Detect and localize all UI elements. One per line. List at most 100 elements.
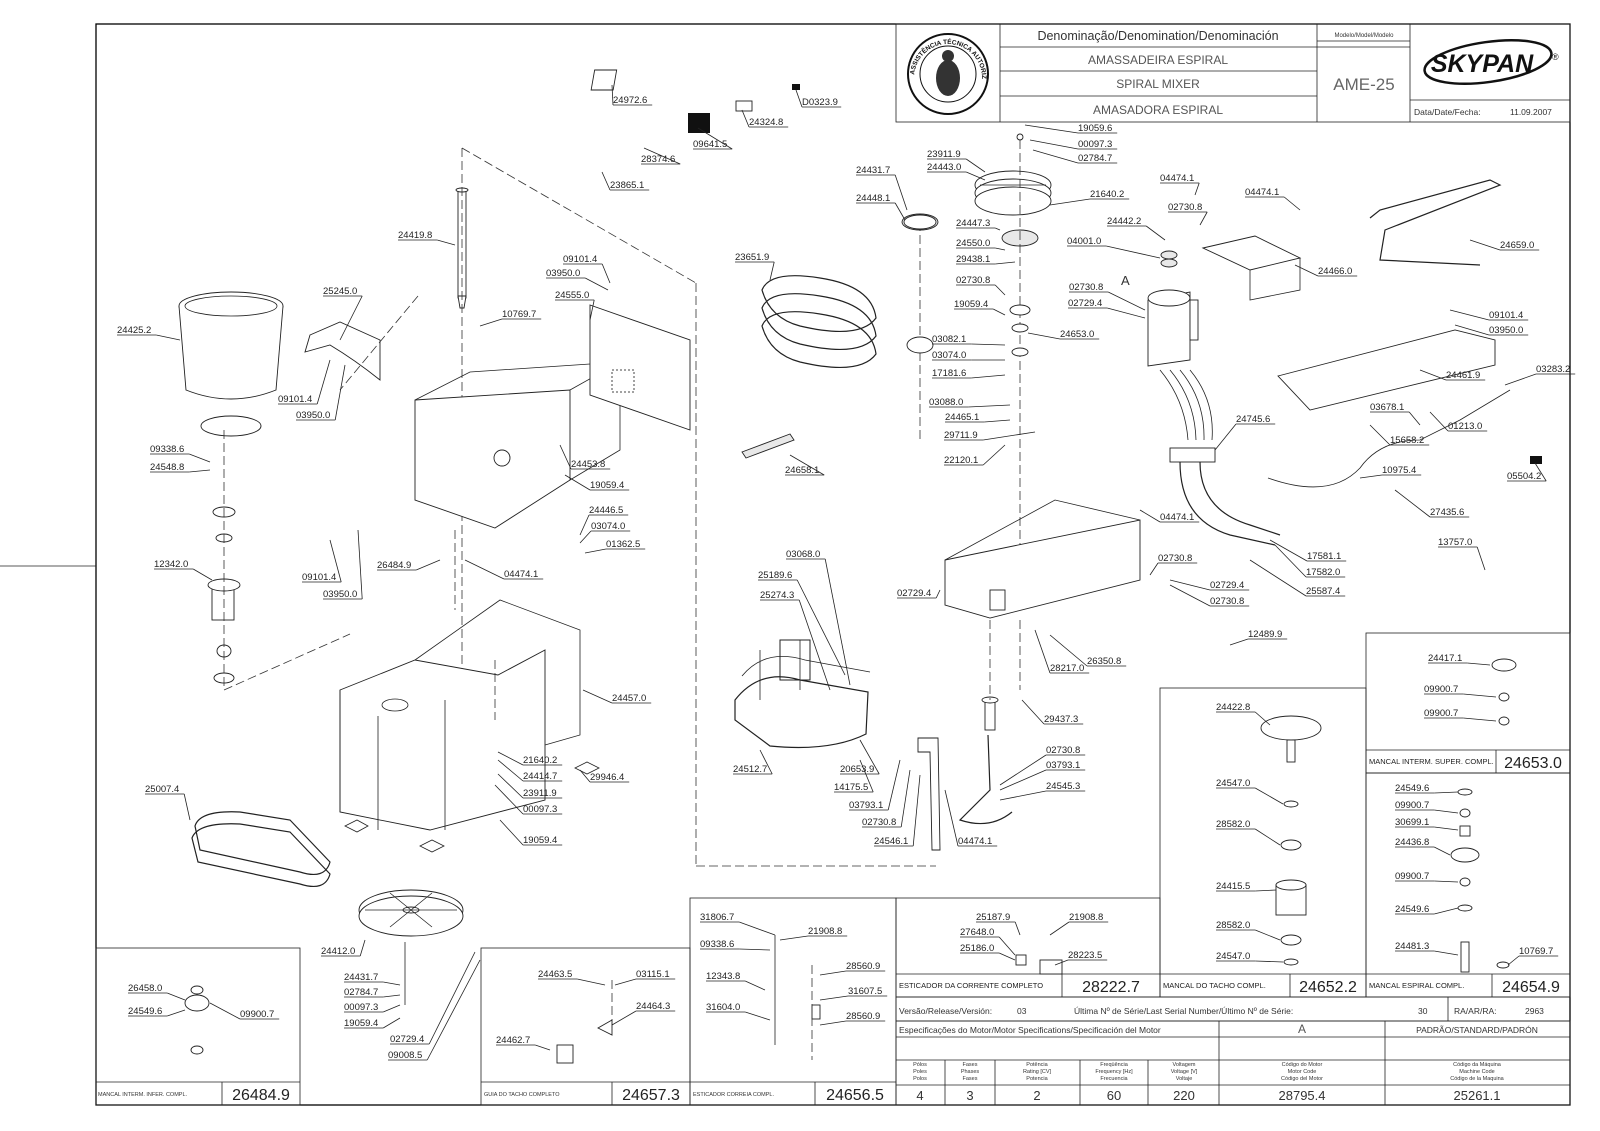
part-label-01213-0: 01213.0: [1448, 421, 1482, 432]
assembly-part-28223-5: 28223.5: [1068, 950, 1102, 961]
assembly-title-24656: ESTICADOR CORREIA COMPL.: [693, 1092, 774, 1098]
assembly-part-shapes: [184, 658, 1517, 1064]
part-label-03950-0: 03950.0: [323, 589, 357, 600]
denomination-header: Denominação/Denomination/Denominación: [1037, 29, 1278, 43]
part-label-25587-4: 25587.4: [1306, 586, 1340, 597]
assembly-part-24481-3: 24481.3: [1395, 941, 1429, 952]
part-label-04474-1: 04474.1: [504, 569, 538, 580]
motor-col-header: Machine Code: [1459, 1069, 1494, 1075]
motor-col-header: Potencia: [1026, 1076, 1048, 1082]
part-label-24512-7: 24512.7: [733, 764, 767, 775]
part-label-04474-1: 04474.1: [1245, 187, 1279, 198]
motor-col-header: Rating [CV]: [1023, 1069, 1052, 1075]
part-label-29437-3: 29437.3: [1044, 714, 1078, 725]
assembly-part-24549-6: 24549.6: [1395, 783, 1429, 794]
part-label-24324-8: 24324.8: [749, 117, 783, 128]
part-label-02730-8: 02730.8: [1046, 745, 1080, 756]
part-label-09641-5: 09641.5: [693, 139, 727, 150]
motor-col-header: Polos: [913, 1076, 927, 1082]
part-label-05504-2: 05504.2: [1507, 471, 1541, 482]
part-label-21640-2: 21640.2: [523, 755, 557, 766]
motor-spec-label: Especificações do Motor/Motor Specificat…: [899, 1025, 1161, 1035]
part-label-10975-4: 10975.4: [1382, 465, 1416, 476]
cover-plate: [1277, 329, 1496, 411]
drawing-frame: [95, 23, 1571, 1106]
motor-col-value: 4: [916, 1088, 923, 1103]
assembly-code-24653: 24653.0: [1504, 755, 1562, 772]
part-label-04474-1: 04474.1: [958, 836, 992, 847]
assembly-code-24657: 24657.3: [622, 1087, 680, 1104]
wire-guard: [734, 639, 871, 749]
motor-col-header: Poles: [913, 1069, 927, 1075]
part-label-24448-1: 24448.1: [856, 193, 890, 204]
part-label-02730-8: 02730.8: [956, 275, 990, 286]
motor-col-header: Phases: [961, 1069, 980, 1075]
part-label-29711-9: 29711.9: [944, 430, 978, 441]
motor-col-value: 2: [1033, 1088, 1040, 1103]
part-label-25007-4: 25007.4: [145, 784, 179, 795]
part-label-10769-7: 10769.7: [502, 309, 536, 320]
part-label-01362-5: 01362.5: [606, 539, 640, 550]
part-label-24453-8: 24453.8: [571, 459, 605, 470]
standard-label: PADRÃO/STANDARD/PADRÓN: [1416, 1025, 1538, 1035]
part-label-24548-8: 24548.8: [150, 462, 184, 473]
part-label-09101-4: 09101.4: [278, 394, 312, 405]
assembly-part-24549-6: 24549.6: [1395, 904, 1429, 915]
part-label-00097-3: 00097.3: [523, 804, 557, 815]
label-tag: [735, 100, 753, 112]
label-tag-small: [792, 84, 800, 90]
assembly-part-09900-7: 09900.7: [1395, 871, 1429, 882]
assembly-part-25187-9: 25187.9: [976, 912, 1010, 923]
assembly-title-28222: ESTICADOR DA CORRENTE COMPLETO: [899, 981, 1043, 990]
assembly-part-31604-0: 31604.0: [706, 1002, 740, 1013]
assembly-part-09900-7: 09900.7: [1395, 800, 1429, 811]
part-label-04474-1: 04474.1: [1160, 512, 1194, 523]
part-label-29438-1: 29438.1: [956, 254, 990, 265]
motor-col-value: 220: [1173, 1088, 1195, 1103]
assembly-part-28582-0: 28582.0: [1216, 920, 1250, 931]
bowl: [178, 291, 351, 691]
serial-label: Última Nº de Série/Last Serial Number/Úl…: [1074, 1006, 1293, 1016]
assembly-part-10769-7: 10769.7: [1519, 946, 1553, 957]
part-label-19059-4: 19059.4: [954, 299, 988, 310]
assembly-part-25186-0: 25186.0: [960, 943, 994, 954]
version-label: Versão/Release/Versión:: [899, 1006, 992, 1016]
part-label-24745-6: 24745.6: [1236, 414, 1270, 425]
assembly-part-28582-0: 28582.0: [1216, 819, 1250, 830]
part-label-24447-3: 24447.3: [956, 218, 990, 229]
part-label-24442-2: 24442.2: [1107, 216, 1141, 227]
assembly-code-28222: 28222.7: [1082, 979, 1140, 996]
part-label-24443-0: 24443.0: [927, 162, 961, 173]
motor-col-header: Fases: [963, 1062, 978, 1068]
name-spanish: AMASADORA ESPIRAL: [1093, 103, 1223, 117]
part-label-02729-4: 02729.4: [897, 588, 931, 599]
part-label-03793-1: 03793.1: [849, 800, 883, 811]
motor-col-header: Motor Code: [1288, 1069, 1317, 1075]
part-label-23651-9: 23651.9: [735, 252, 769, 263]
assembly-code-24652: 24652.2: [1299, 979, 1357, 996]
label-plate-dark: [688, 113, 710, 133]
motor-col-header: Código de la Maquina: [1450, 1076, 1504, 1082]
assembly-part-31806-7: 31806.7: [700, 912, 734, 923]
part-label-24653-0: 24653.0: [1060, 329, 1094, 340]
part-label-04474-1: 04474.1: [1160, 173, 1194, 184]
part-label-24659-0: 24659.0: [1500, 240, 1534, 251]
authorized-service-seal: ASSISTÊNCIA TÉCNICA AUTORIZADA: [0, 0, 989, 115]
part-label-24431-7: 24431.7: [856, 165, 890, 176]
motor-col-header: Potência: [1026, 1062, 1048, 1068]
assembly-part-24462-7: 24462.7: [496, 1035, 530, 1046]
wiring: [1159, 369, 1542, 546]
assembly-part-31607-5: 31607.5: [848, 986, 882, 997]
skypan-logo: SKYPAN ®: [1423, 39, 1559, 85]
assembly-part-30699-1: 30699.1: [1395, 817, 1429, 828]
part-label-02730-8: 02730.8: [1210, 596, 1244, 607]
model-header: Modelo/Model/Modelo: [1334, 33, 1394, 39]
motor-columns: PólosPolesPolos4FasesPhasesFases3Potênci…: [913, 1062, 1505, 1103]
rod-24659: [1369, 179, 1502, 266]
part-label-12342-0: 12342.0: [154, 559, 188, 570]
part-label-24550-0: 24550.0: [956, 238, 990, 249]
part-label-24457-0: 24457.0: [612, 693, 646, 704]
assembly-part-24549-6: 24549.6: [128, 1006, 162, 1017]
assembly-part-24417-1: 24417.1: [1428, 653, 1462, 664]
